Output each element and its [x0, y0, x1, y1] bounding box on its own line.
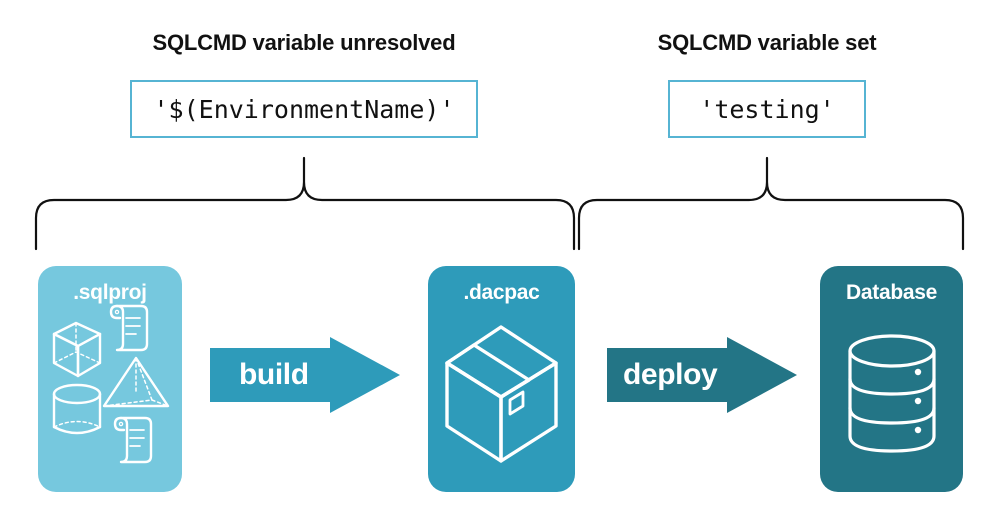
arrow-deploy: deploy: [607, 337, 797, 413]
package-box-icon: [445, 325, 558, 463]
right-brace-icon: [577, 156, 965, 251]
artifact-box-sqlproj: .sqlproj: [38, 266, 182, 492]
cube-icon: [52, 321, 102, 378]
artifact-box-database: Database: [820, 266, 963, 492]
arrow-label-build: build: [239, 358, 309, 391]
deploy-arrow-icon: [607, 337, 797, 413]
code-box-environment-name: '$(EnvironmentName)': [130, 80, 478, 138]
artifact-label-sqlproj: .sqlproj: [73, 281, 147, 304]
scroll-icon: [113, 416, 153, 464]
heading-sqlcmd-variable-unresolved: SQLCMD variable unresolved: [152, 30, 456, 55]
heading-sqlcmd-variable-set: SQLCMD variable set: [657, 30, 877, 55]
artifact-label-database: Database: [846, 281, 937, 304]
database-cylinder-icon: [848, 334, 936, 453]
left-brace-icon: [34, 156, 576, 251]
pyramid-icon: [102, 356, 170, 408]
artifact-box-dacpac: .dacpac: [428, 266, 575, 492]
code-box-testing: 'testing': [668, 80, 866, 138]
sqlproj-artwork: [52, 304, 170, 464]
database-artwork: [848, 334, 936, 453]
arrow-build: build: [210, 337, 400, 413]
build-arrow-icon: [210, 337, 400, 413]
scroll-icon: [109, 304, 149, 352]
artifact-label-dacpac: .dacpac: [463, 281, 540, 304]
arrow-label-deploy: deploy: [623, 358, 718, 391]
dacpac-artwork: [445, 325, 558, 463]
cylinder-icon: [52, 383, 102, 435]
